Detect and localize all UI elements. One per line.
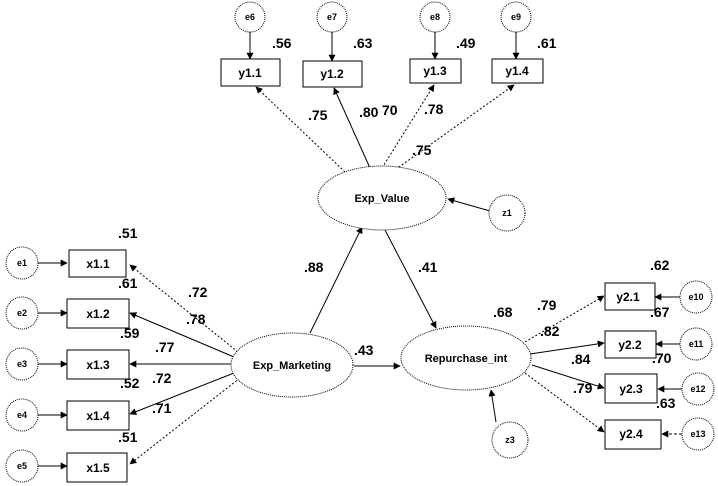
latent-exp-marketing: Exp_Marketing bbox=[230, 332, 354, 398]
svg-text:y1.4: y1.4 bbox=[505, 64, 529, 78]
latent-repurchase-int: Repurchase_int bbox=[400, 325, 532, 391]
svg-text:e8: e8 bbox=[430, 12, 440, 22]
indicator-y1-4: e9 y1.4 .61 .75 bbox=[412, 1, 557, 158]
loading-label: .79 bbox=[537, 297, 557, 313]
indicator-x1-2: e2 x1.2 .61 .78 bbox=[5, 275, 206, 330]
svg-text:e9: e9 bbox=[511, 12, 521, 22]
svg-text:e7: e7 bbox=[327, 12, 337, 22]
indicator-y1-1: e6 y1.1 .56 .75 bbox=[220, 1, 328, 123]
path-z1-value bbox=[447, 197, 491, 212]
paths bbox=[38, 32, 682, 470]
svg-text:x1.5: x1.5 bbox=[86, 461, 110, 475]
path-value-repurchase bbox=[384, 229, 437, 329]
latent-label: Exp_Marketing bbox=[253, 360, 331, 372]
svg-text:e2: e2 bbox=[17, 308, 27, 318]
r2-label: .51 bbox=[118, 429, 138, 445]
loading-label: .84 bbox=[571, 351, 591, 367]
latent-exp-value: Exp_Value bbox=[317, 165, 447, 231]
loading-label: .78 bbox=[424, 101, 444, 117]
loading-label: .72 bbox=[152, 370, 172, 386]
svg-text:e1: e1 bbox=[17, 258, 27, 268]
svg-text:y2.1: y2.1 bbox=[616, 290, 640, 304]
r2-repurchase: .68 bbox=[493, 304, 513, 320]
coef-marketing-value: .88 bbox=[304, 259, 324, 275]
r2-label: .61 bbox=[537, 35, 557, 51]
r2-label: .67 bbox=[650, 304, 670, 320]
svg-text:y1.2: y1.2 bbox=[320, 67, 344, 81]
r2-label: .56 bbox=[272, 35, 292, 51]
loading-label: .77 bbox=[155, 339, 175, 355]
indicator-x1-4: e4 x1.4 .52 .72 bbox=[5, 370, 172, 432]
indicator-x1-3: e3 x1.3 .59 .77 bbox=[5, 325, 175, 381]
path-value-y14 bbox=[391, 84, 515, 173]
path-value-y11 bbox=[255, 86, 346, 173]
loading-label: .75 bbox=[308, 107, 328, 123]
latent-label: Exp_Value bbox=[354, 193, 409, 205]
loading-label: .75 bbox=[412, 142, 432, 158]
path-repurchase-y24 bbox=[524, 372, 605, 433]
svg-text:z3: z3 bbox=[505, 435, 515, 445]
svg-text:y2.4: y2.4 bbox=[619, 427, 643, 441]
path-repurchase-y22 bbox=[529, 340, 605, 355]
svg-text:y1.3: y1.3 bbox=[423, 64, 447, 78]
path-marketing-x12 bbox=[129, 312, 235, 358]
svg-text:e3: e3 bbox=[17, 359, 27, 369]
indicator-y2-3: e12 y2.3 .70 .84 bbox=[571, 350, 715, 406]
coef-marketing-repurchase: .43 bbox=[354, 342, 374, 358]
svg-text:e4: e4 bbox=[17, 410, 27, 420]
path-marketing-x15 bbox=[129, 377, 241, 465]
r2-label: .63 bbox=[353, 35, 373, 51]
indicator-x1-1: e1 x1.1 .51 .72 bbox=[5, 225, 208, 300]
r2-label: .49 bbox=[456, 35, 476, 51]
path-z3-repurchase bbox=[488, 389, 497, 423]
r2-label: .63 bbox=[656, 395, 676, 411]
svg-text:e10: e10 bbox=[688, 292, 703, 302]
svg-text:x1.3: x1.3 bbox=[86, 358, 110, 372]
error-circle bbox=[234, 1, 266, 33]
path-value-y12 bbox=[333, 87, 371, 169]
r2-label: .61 bbox=[118, 275, 138, 291]
svg-text:y2.3: y2.3 bbox=[619, 382, 643, 396]
r2-label: .52 bbox=[120, 375, 140, 391]
extra-label: 70 bbox=[382, 102, 398, 118]
r2-label: .51 bbox=[118, 225, 138, 241]
loading-label: .82 bbox=[540, 323, 560, 339]
coef-value-repurchase: .41 bbox=[418, 259, 438, 275]
disturbance-z1: z1 bbox=[488, 194, 526, 232]
r2-label: .59 bbox=[120, 325, 140, 341]
loading-label: .71 bbox=[152, 400, 172, 416]
indicator-y2-4: e13 y2.4 .63 .79 bbox=[573, 380, 715, 451]
loading-label: .80 bbox=[359, 104, 379, 120]
indicator-x1-5: e5 x1.5 .51 .71 bbox=[5, 400, 172, 483]
svg-text:e13: e13 bbox=[690, 429, 705, 439]
svg-text:y1.1: y1.1 bbox=[238, 66, 262, 80]
disturbance-z3: z3 bbox=[491, 421, 529, 459]
r2-label: .70 bbox=[652, 350, 672, 366]
r2-label: .62 bbox=[650, 257, 670, 273]
svg-text:x1.2: x1.2 bbox=[86, 307, 110, 321]
latent-label: Repurchase_int bbox=[425, 353, 508, 365]
svg-text:x1.1: x1.1 bbox=[86, 257, 110, 271]
svg-text:x1.4: x1.4 bbox=[86, 409, 110, 423]
svg-text:e11: e11 bbox=[689, 339, 704, 349]
path-repurchase-y21 bbox=[524, 295, 605, 343]
path-marketing-x11 bbox=[129, 264, 239, 353]
indicator-y2-2: e11 y2.2 .67 .82 bbox=[540, 304, 713, 361]
svg-text:e12: e12 bbox=[690, 384, 705, 394]
loading-label: .72 bbox=[188, 284, 208, 300]
path-repurchase-y23 bbox=[531, 364, 605, 390]
path-value-y13 bbox=[381, 84, 435, 169]
indicator-y1-3: e8 y1.3 .49 .78 bbox=[409, 1, 476, 117]
loading-label: .78 bbox=[186, 311, 206, 327]
loading-label: .79 bbox=[573, 380, 593, 396]
indicator-y2-1: e10 y2.1 .62 .79 bbox=[537, 257, 713, 314]
path-marketing-value bbox=[309, 226, 363, 334]
path-marketing-x14 bbox=[129, 372, 235, 415]
svg-text:e6: e6 bbox=[245, 12, 255, 22]
svg-text:e5: e5 bbox=[17, 461, 27, 471]
indicator-y1-2: e7 y1.2 .63 .80 70 bbox=[302, 1, 398, 120]
svg-text:z1: z1 bbox=[502, 208, 512, 218]
svg-text:y2.2: y2.2 bbox=[618, 338, 642, 352]
